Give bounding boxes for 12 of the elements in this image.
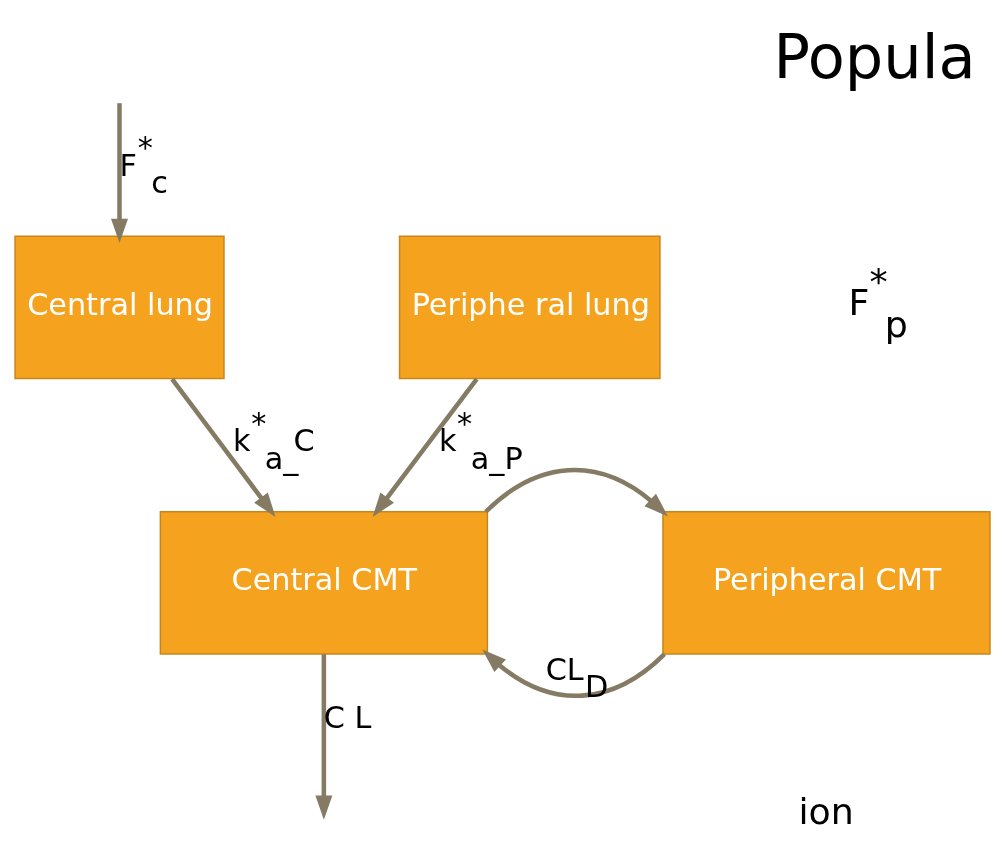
node-box: Central lung	[13, 235, 225, 379]
node-box: Central CMT	[159, 510, 488, 655]
arrow	[314, 653, 332, 820]
node-box: Peripheral CMT	[661, 510, 991, 655]
arrow	[169, 377, 276, 517]
arrow	[483, 467, 668, 516]
arrow	[481, 648, 666, 698]
label: ion	[797, 789, 854, 833]
arrow	[110, 102, 128, 243]
node-box: Periphe ral lung	[398, 235, 661, 379]
arrow	[372, 377, 479, 517]
diagram-title: Popula	[772, 21, 976, 92]
